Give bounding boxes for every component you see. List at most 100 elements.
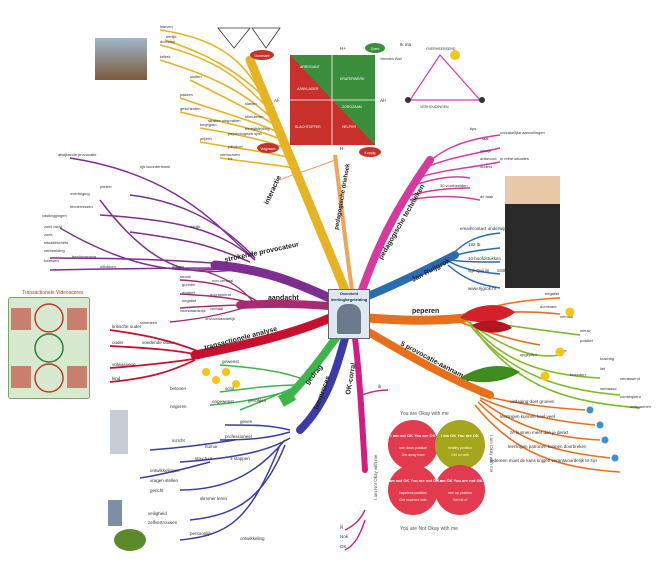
gedrag-leaf-1: gevolgen bbox=[248, 398, 267, 403]
strokende-leaf-0: afwijkende provocatie bbox=[58, 152, 97, 157]
peperen-leaf-5: positief bbox=[580, 338, 594, 343]
matrix-q1: ARROGANT bbox=[300, 65, 321, 69]
triangle-note-ik: Ik ma bbox=[400, 42, 411, 47]
leerproces-leaf-6: ontwikkelingen bbox=[150, 468, 180, 473]
matrix-h-min: H- bbox=[340, 146, 345, 151]
jan-leaf-0: email/contact onderwijs bbox=[460, 226, 508, 231]
branch-strokende-provocateur[interactable] bbox=[210, 260, 335, 303]
interactie-leaf-13: strakke uitspraken bbox=[208, 118, 240, 123]
strokende-leaf-1: rijk woordenboek bbox=[140, 164, 170, 169]
aanname-leaf-2: ze kunnen meer dan je denkt bbox=[510, 430, 569, 435]
interactie-leaf-11: stimuleren bbox=[245, 114, 263, 119]
label-pedagogische-technieken: pedagogische technieken bbox=[378, 183, 427, 261]
matrix-oval-3 bbox=[359, 147, 381, 157]
triangle-label-top: OVERHEERSEND bbox=[426, 47, 456, 51]
ped-tech-leaf-5: ouders bbox=[480, 164, 492, 169]
ok-bottom-label: You are Not Okay with me bbox=[400, 526, 458, 532]
ok-q4-note: Get rid of bbox=[453, 498, 467, 502]
interactie-leaf-3: sluiten bbox=[190, 74, 202, 79]
ok-q2-note: Get on with bbox=[451, 453, 469, 457]
central-topic[interactable]: Overzicht leerlingbegeleiding bbox=[328, 289, 370, 339]
gedrag-leaf-0: schit bbox=[225, 386, 235, 391]
gedrag-leaf-2: gewenst bbox=[222, 359, 240, 364]
branch-peperen[interactable] bbox=[363, 313, 470, 325]
strokende-leaf-10: verbeelding bbox=[44, 248, 65, 253]
ok-quadrant-2 bbox=[435, 420, 485, 470]
label-peperen: peperen bbox=[412, 308, 439, 315]
ok-quadrant-3 bbox=[388, 465, 438, 515]
leerproces-leaf-12: persoonlijk bbox=[190, 531, 212, 536]
roos-van-leary-matrix: ARROGANT KRATERWERK AANKLAGER ZORGZAAM S… bbox=[250, 43, 387, 157]
matrix-q3: AANKLAGER bbox=[297, 87, 319, 91]
strokende-leaf-2: plezier bbox=[100, 184, 112, 189]
ok-corral-diagram: You are Okay with me You are Not Okay wi… bbox=[373, 411, 494, 532]
leerproces-leaf-13: ontwikkeling bbox=[240, 536, 265, 541]
ok-q4-title: I am OK You are not OK bbox=[438, 478, 483, 483]
small-triangle-diagram bbox=[217, 27, 281, 49]
strokende-leaf-3: eerlijk bbox=[190, 224, 200, 229]
branch-transactionele-analyse[interactable] bbox=[190, 313, 335, 360]
interactie-leaf-15: (dit)doel bbox=[228, 144, 243, 149]
branch-interactie[interactable] bbox=[245, 55, 350, 295]
peperen-leaf-1: dominant bbox=[540, 304, 557, 309]
peperen-leaf-2: verhaal bbox=[560, 314, 573, 319]
cat-icon bbox=[277, 389, 297, 407]
matrix-oval-label-1: Goed bbox=[371, 47, 380, 51]
branch-jan-ruijgrok[interactable] bbox=[364, 251, 459, 300]
matrix-q6: HELPER bbox=[342, 125, 356, 129]
jan-ruijgrok-photo bbox=[505, 176, 560, 288]
gedrag-leaf-5: negeren bbox=[170, 404, 187, 409]
aanname-leaf-0: uitdaging doet groeien bbox=[510, 399, 555, 404]
triangle-note-side: Vrienden Wait bbox=[380, 57, 402, 61]
strokende-leaf-12: kwetsen bbox=[44, 258, 59, 263]
aandacht-leaf-5: onvoorwaardelijk bbox=[205, 316, 235, 321]
info-icon[interactable] bbox=[601, 436, 609, 444]
jan-leaf-4: SS8 bbox=[497, 268, 506, 273]
leerproces-leaf-5: structuur bbox=[195, 456, 213, 461]
peperen-leaf-10: verrassend bbox=[620, 376, 640, 381]
branch-ok-corral[interactable] bbox=[352, 335, 368, 473]
branch-leerproces[interactable] bbox=[296, 334, 349, 434]
central-figure-image bbox=[337, 304, 361, 334]
interactie-leaf-4: pakken bbox=[180, 92, 193, 97]
peperen-leaf-7: krachtig bbox=[600, 356, 614, 361]
matrix-q2: KRATERWERK bbox=[340, 77, 365, 81]
video-scores-panel[interactable] bbox=[8, 297, 90, 399]
aandacht-leaf-9: non-verbaal bbox=[212, 278, 233, 283]
ta-leaf-0: ouder bbox=[112, 340, 124, 345]
branch-pedagogische-technieken[interactable] bbox=[358, 156, 434, 294]
label-provocatie-aannames: 5 provocatie-aannames bbox=[399, 341, 471, 384]
peperen-leaf-0: negatief bbox=[545, 291, 560, 296]
matrix-al-plus: Al+ bbox=[380, 98, 387, 103]
interactie-leaf-10: slaven bbox=[245, 101, 257, 106]
peperen-leaf-8: lief bbox=[600, 366, 606, 371]
ta-leaf-1: volwassene bbox=[112, 362, 136, 367]
info-icon[interactable] bbox=[586, 406, 594, 414]
branch-provocatie-aannames[interactable] bbox=[361, 326, 494, 399]
video-scores-title: Transactionele Videoscores bbox=[22, 290, 84, 296]
ok-q3-sub: hopeless position bbox=[399, 491, 426, 495]
ok-q2-title: I am OK You are OK bbox=[441, 433, 479, 438]
branch-aandacht[interactable] bbox=[236, 299, 334, 310]
matrix-oval-2 bbox=[257, 143, 279, 153]
buddha-photo bbox=[95, 38, 147, 80]
aandacht-leaf-6: schenken bbox=[140, 320, 157, 325]
matrix-al-min: Al- bbox=[274, 98, 280, 103]
label-interactie: interactie bbox=[263, 175, 283, 206]
interactie-leaf-16: rol bbox=[228, 156, 233, 161]
strokende-leaf-13: uitlokken bbox=[100, 264, 116, 269]
info-icon[interactable] bbox=[611, 454, 619, 462]
interactie-leaf-6: begrijpen bbox=[200, 122, 216, 127]
interactie-leaf-12: bedrijfsleiding bbox=[245, 126, 269, 131]
strokende-leaf-14: plagen bbox=[172, 264, 184, 269]
info-icon[interactable] bbox=[596, 421, 604, 429]
matrix-h-plus: H+ bbox=[340, 46, 346, 51]
jan-leaf-2: 10 hoofdstukken bbox=[468, 256, 502, 261]
behavior-faces bbox=[202, 368, 240, 388]
label-strokende-provocateur: strokende provocateur bbox=[224, 241, 300, 264]
branch-pedagogische-driehoek[interactable] bbox=[333, 154, 354, 291]
matrix-oval-label-3: Koppig bbox=[365, 151, 376, 155]
jan-leaf-1: 182 ltr. bbox=[468, 242, 482, 247]
leerproces-leaf-7: vragen stellen bbox=[150, 478, 179, 483]
